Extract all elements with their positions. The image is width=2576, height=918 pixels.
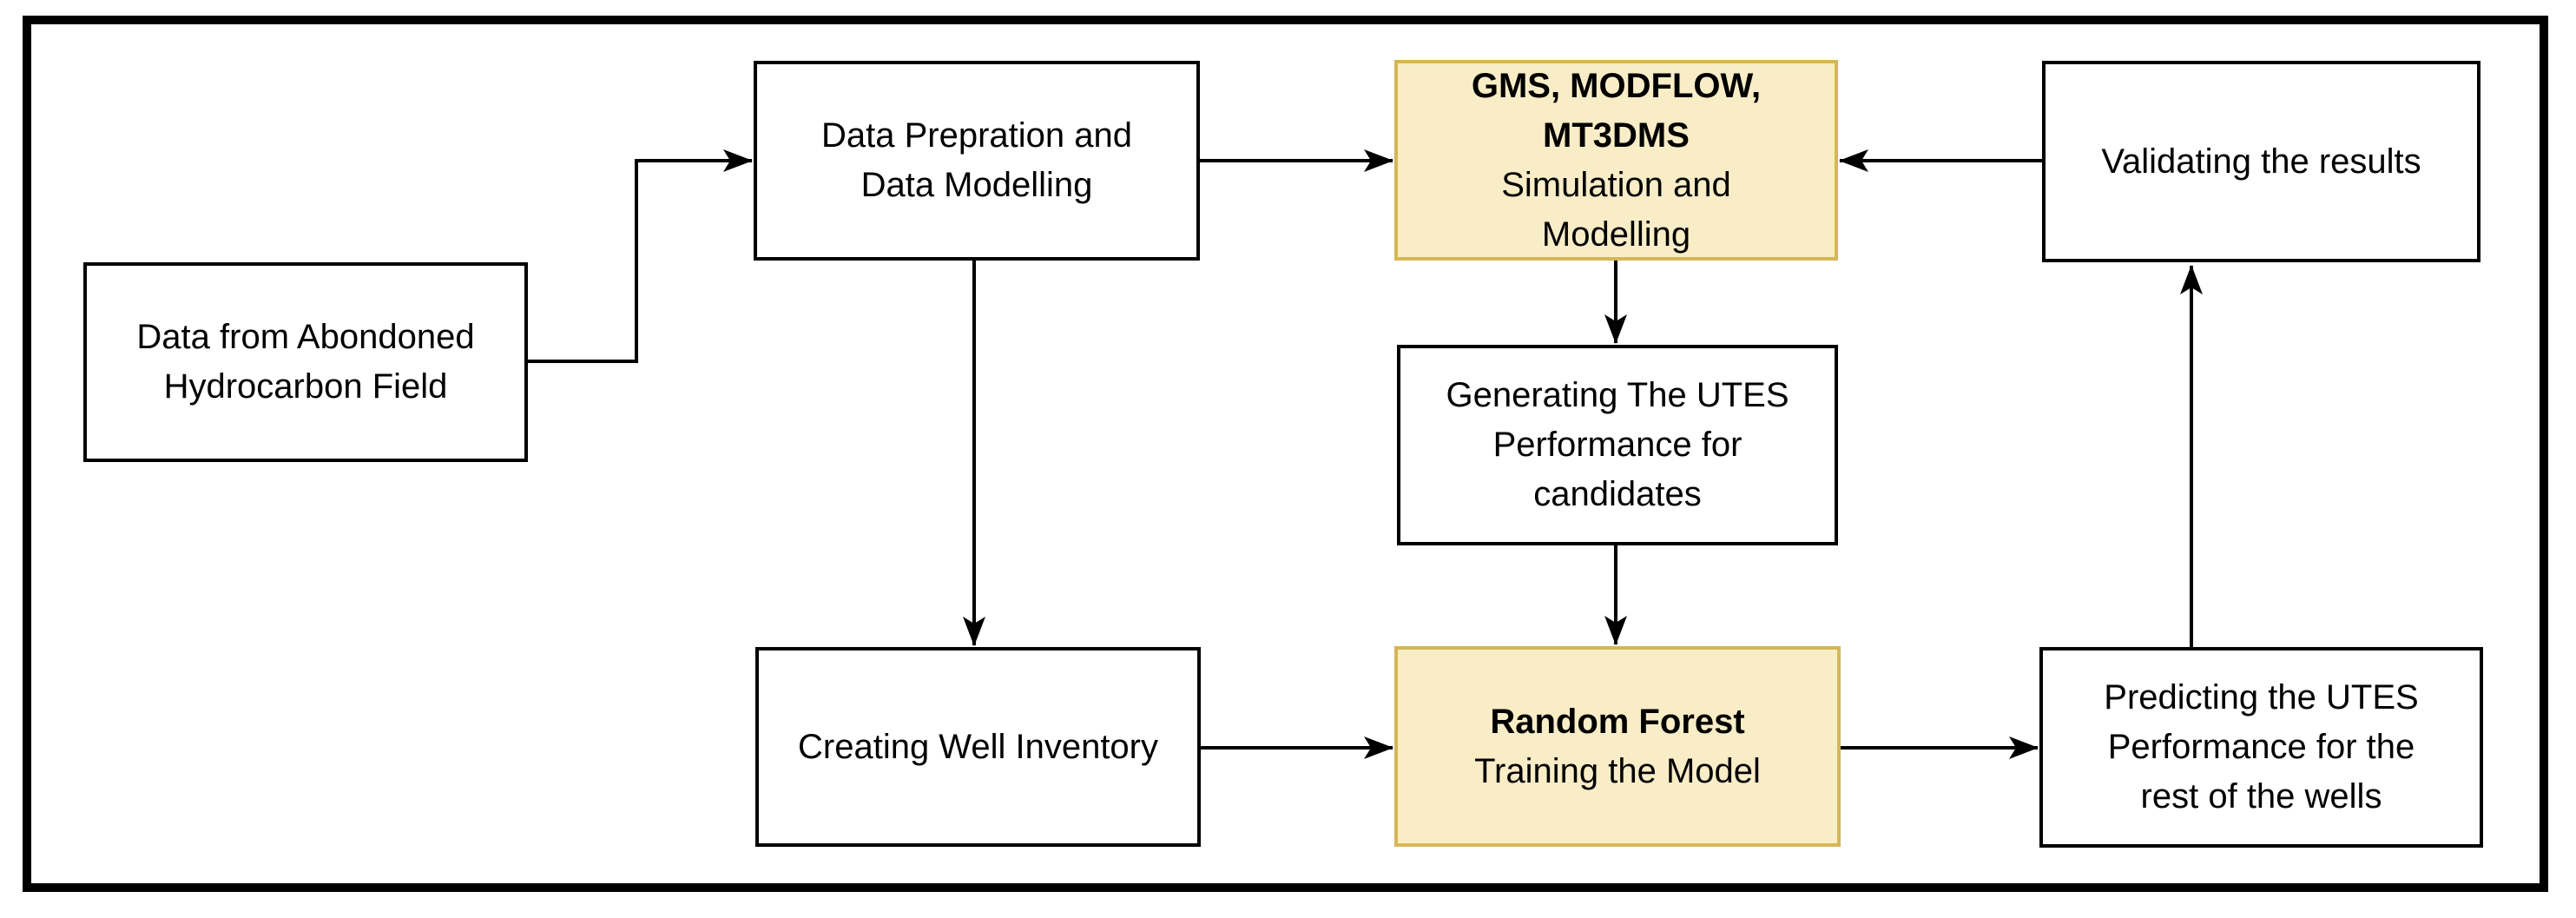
node-generation: Generating The UTES Performance for cand… — [1397, 345, 1838, 545]
node-text-line: Random Forest — [1490, 702, 1745, 741]
node-text-line: Data Prepration and — [820, 116, 1132, 155]
node-text-line: Modelling — [1541, 215, 1691, 254]
node-prediction: Predicting the UTES Performance for the … — [2039, 647, 2483, 848]
outer-frame — [23, 16, 2548, 892]
arrow-datasource-to-preparation — [519, 149, 753, 363]
node-text-line: Simulation and — [1501, 165, 1731, 204]
node-text-line: Hydrocarbon Field — [163, 367, 448, 406]
node-text-line: MT3DMS — [1543, 116, 1690, 155]
node-text-line: Validating the results — [2101, 142, 2421, 181]
node-text-line: Creating Well Inventory — [798, 727, 1158, 766]
node-simulation-gms-modflow-mt3dms: GMS, MODFLOW, MT3DMS Simulation and Mode… — [1394, 60, 1838, 261]
node-text-line: Data from Abondoned — [136, 318, 475, 356]
node-text-line: rest of the wells — [2140, 777, 2382, 816]
node-well-inventory: Creating Well Inventory — [755, 647, 1201, 847]
node-text-line: Predicting the UTES — [2104, 678, 2419, 717]
node-data-source: Data from Abondoned Hydrocarbon Field — [83, 262, 528, 462]
node-text-line: GMS, MODFLOW, — [1471, 66, 1762, 105]
node-data-preparation: Data Prepration and Data Modelling — [754, 61, 1200, 261]
node-text-line: Generating The UTES — [1446, 376, 1789, 414]
node-text-line: candidates — [1533, 475, 1702, 513]
node-random-forest: Random Forest Training the Model — [1394, 646, 1841, 847]
node-text-line: Data Modelling — [860, 166, 1093, 204]
node-validation: Validating the results — [2042, 61, 2480, 262]
node-text-line: Performance for — [1492, 426, 1743, 464]
node-text-line: Training the Model — [1474, 751, 1761, 790]
node-text-line: Performance for the — [2107, 728, 2415, 766]
